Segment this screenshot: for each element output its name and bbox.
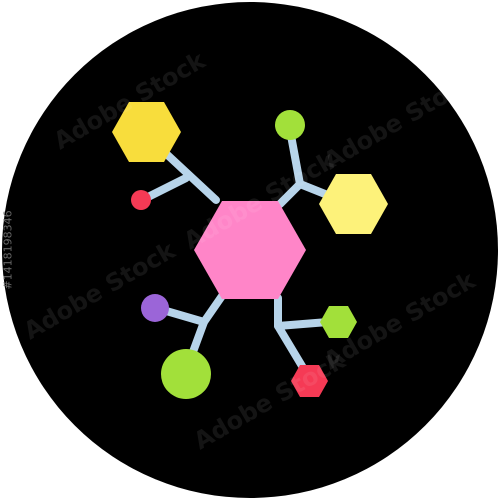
light-yellow-hexagon bbox=[319, 174, 388, 234]
center-hexagon bbox=[194, 201, 306, 299]
small-green-hexagon bbox=[320, 306, 357, 338]
stock-id-label: #1418198346 bbox=[1, 210, 15, 290]
connector-red-dot bbox=[142, 174, 190, 202]
connector-upper-left bbox=[156, 144, 220, 204]
large-green-circle bbox=[161, 349, 211, 399]
yellow-hexagon bbox=[112, 102, 181, 162]
green-dot-top bbox=[275, 110, 305, 140]
purple-dot bbox=[141, 294, 169, 322]
connector-green-hex bbox=[274, 318, 332, 330]
stock-id-strip: #1418198346 bbox=[0, 0, 16, 500]
small-red-hexagon bbox=[291, 365, 328, 397]
red-dot bbox=[131, 190, 151, 210]
